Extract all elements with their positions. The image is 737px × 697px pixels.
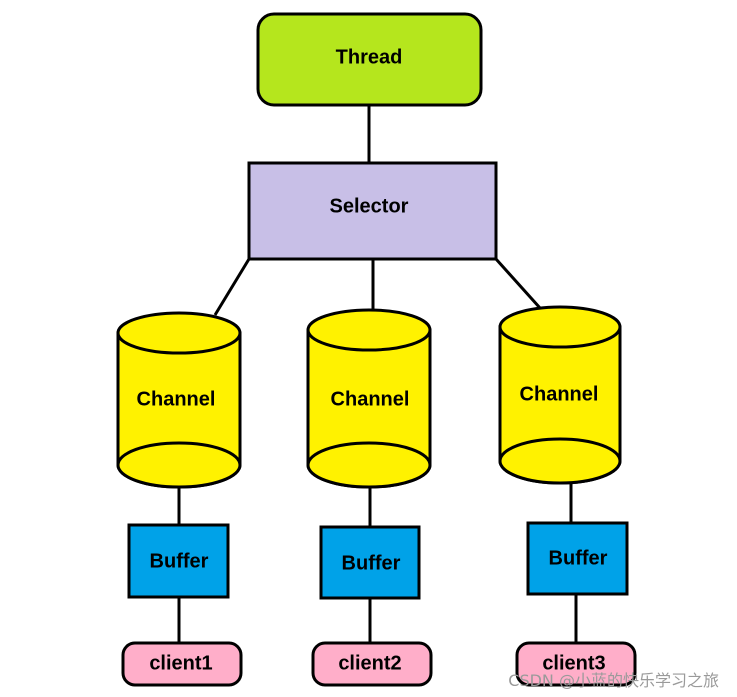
- connectors: [177, 105, 578, 643]
- client-node-1: client1: [121, 641, 243, 687]
- channel-node-2: Channel: [306, 308, 432, 489]
- thread-node: Thread: [256, 12, 483, 107]
- buffer-node-3: Buffer: [526, 521, 629, 596]
- watermark-text: CSDN @小蓝的快乐学习之旅: [508, 671, 719, 690]
- channel-label-3: Channel: [520, 383, 599, 405]
- channel-node-1: Channel: [116, 311, 242, 489]
- channel-label-2: Channel: [331, 388, 410, 410]
- buffer-node-1: Buffer: [127, 523, 230, 599]
- client-label-3: client3: [542, 652, 605, 674]
- connector-selector-channel1: [213, 258, 251, 316]
- selector-node: Selector: [247, 161, 498, 261]
- buffer-label-3: Buffer: [549, 547, 608, 569]
- buffer-label-2: Buffer: [342, 552, 401, 574]
- channel-node-3: Channel: [498, 305, 622, 485]
- selector-label: Selector: [330, 195, 409, 217]
- buffer-node-2: Buffer: [319, 525, 421, 600]
- client-node-3: client3: [515, 641, 637, 687]
- connector-selector-channel3: [494, 257, 542, 310]
- client-label-1: client1: [149, 652, 212, 674]
- thread-label: Thread: [336, 46, 403, 68]
- client-node-2: client2: [311, 641, 433, 687]
- channel-label-1: Channel: [137, 388, 216, 410]
- client-label-2: client2: [338, 652, 401, 674]
- buffer-label-1: Buffer: [150, 550, 209, 572]
